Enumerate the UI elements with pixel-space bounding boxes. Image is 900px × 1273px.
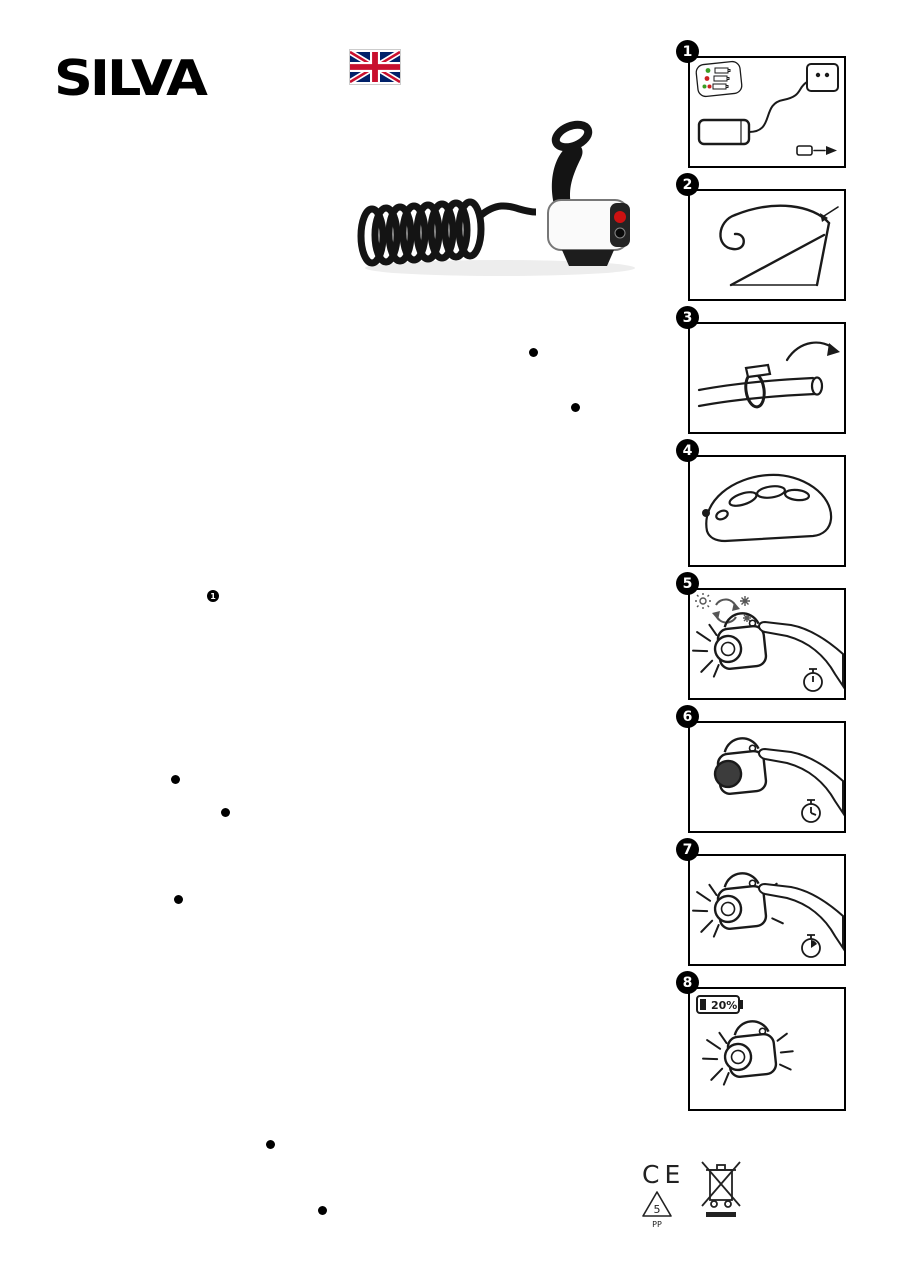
resin-code-number: 5 <box>654 1203 661 1216</box>
instruction-panel-8: 8 20% <box>676 971 852 1111</box>
step-badge: 1 <box>676 40 699 63</box>
uk-flag-icon <box>350 50 400 84</box>
battery-charging-icon <box>695 60 839 156</box>
light-button-press-icon <box>713 737 844 823</box>
panel-frame <box>688 189 846 301</box>
bullet-dot <box>571 403 580 412</box>
resin-code-icon: 5 PP <box>642 1191 672 1229</box>
compliance-marks: CE 5 PP <box>640 1160 780 1230</box>
instruction-panel-column: 1 <box>676 40 852 1130</box>
battery-percent-label: 20% <box>711 999 737 1012</box>
footnote-marker: 1 <box>207 590 219 602</box>
bullet-dot <box>171 775 180 784</box>
light-flash-press-icon <box>691 872 844 958</box>
step-badge: 3 <box>676 306 699 329</box>
panel-frame <box>688 854 846 966</box>
instruction-panel-3: 3 <box>676 306 852 439</box>
instruction-panel-1: 1 <box>676 40 852 173</box>
step-badge: 7 <box>676 838 699 861</box>
strap-mount-icon <box>697 341 840 409</box>
bullet-dot <box>529 348 538 357</box>
ce-mark: CE <box>642 1160 686 1189</box>
handlebar-frame-icon <box>718 204 839 287</box>
panel-frame <box>688 455 846 567</box>
light-mode-cycle-icon <box>691 593 844 692</box>
brand-logo: SILVA <box>54 50 208 107</box>
step-badge: 5 <box>676 572 699 595</box>
step-badge: 4 <box>676 439 699 462</box>
weee-bin-icon <box>701 1161 741 1217</box>
bullet-dot <box>318 1206 327 1215</box>
product-photo <box>357 120 635 276</box>
helmet-mount-icon <box>701 473 832 543</box>
panel-frame <box>688 56 846 168</box>
resin-code-material: PP <box>652 1220 662 1229</box>
bullet-dot <box>266 1140 275 1149</box>
instruction-panel-2: 2 <box>676 173 852 306</box>
panel-frame <box>688 588 846 700</box>
bullet-dot <box>174 895 183 904</box>
panel-frame: 20% <box>688 987 846 1111</box>
step-badge: 2 <box>676 173 699 196</box>
instruction-panel-7: 7 <box>676 838 852 971</box>
step-badge: 6 <box>676 705 699 728</box>
instruction-panel-6: 6 <box>676 705 852 838</box>
panel-frame <box>688 721 846 833</box>
low-battery-warning-icon: 20% <box>695 995 794 1086</box>
instruction-panel-4: 4 <box>676 439 852 572</box>
bullet-dot <box>221 808 230 817</box>
step-badge: 8 <box>676 971 699 994</box>
instruction-panel-5: 5 <box>676 572 852 705</box>
panel-frame <box>688 322 846 434</box>
